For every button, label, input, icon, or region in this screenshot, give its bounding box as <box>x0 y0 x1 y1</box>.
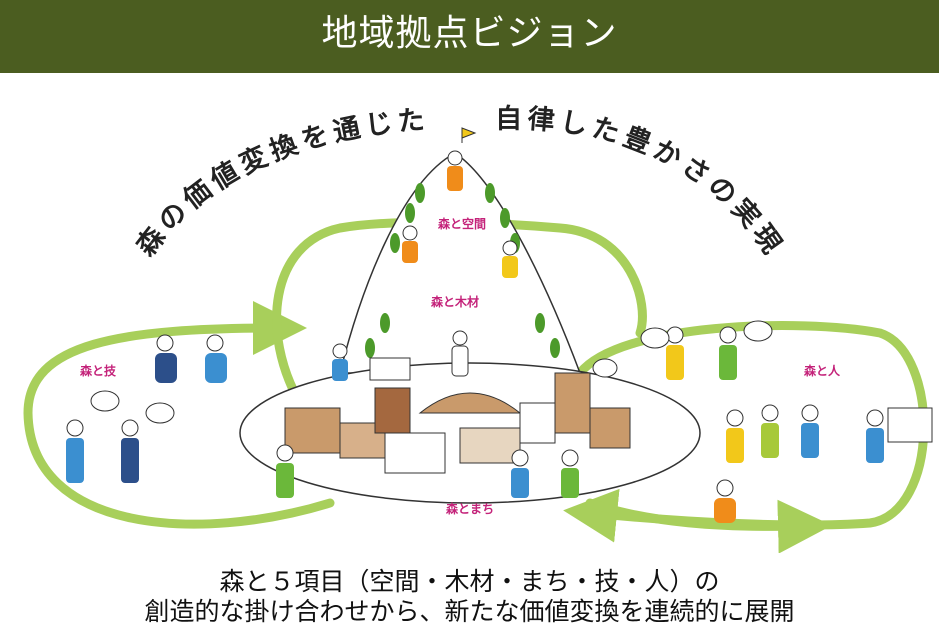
arc-text-left: 森の価値変換を通じた <box>131 104 431 262</box>
forest-vision-diagram: 森の価値変換を通じた 自律した豊かさの実現 <box>23 103 933 553</box>
loop-skill <box>23 301 335 529</box>
caption-line-2: 創造的な掛け合わせから、新たな価値変換を連続的に展開 <box>144 597 795 626</box>
label-forest-town: 森とまち <box>446 501 494 516</box>
arc-text-right: 自律した豊かさの実現 <box>495 103 790 264</box>
speech-bubbles <box>90 320 773 424</box>
people-figures <box>66 127 933 523</box>
trees <box>365 183 560 358</box>
label-forest-timber: 森と木材 <box>431 294 479 309</box>
label-forest-space: 森と空間 <box>438 216 486 231</box>
loop-town <box>585 498 832 553</box>
header-bar: 地域拠点ビジョン <box>0 0 939 73</box>
label-forest-skill: 森と技 <box>80 363 117 378</box>
caption-line-1: 森と５項目（空間・木材・まち・技・人）の <box>219 567 720 596</box>
town-buildings <box>284 357 631 474</box>
label-forest-people: 森と人 <box>804 363 841 378</box>
page-title: 地域拠点ビジョン <box>321 13 618 54</box>
